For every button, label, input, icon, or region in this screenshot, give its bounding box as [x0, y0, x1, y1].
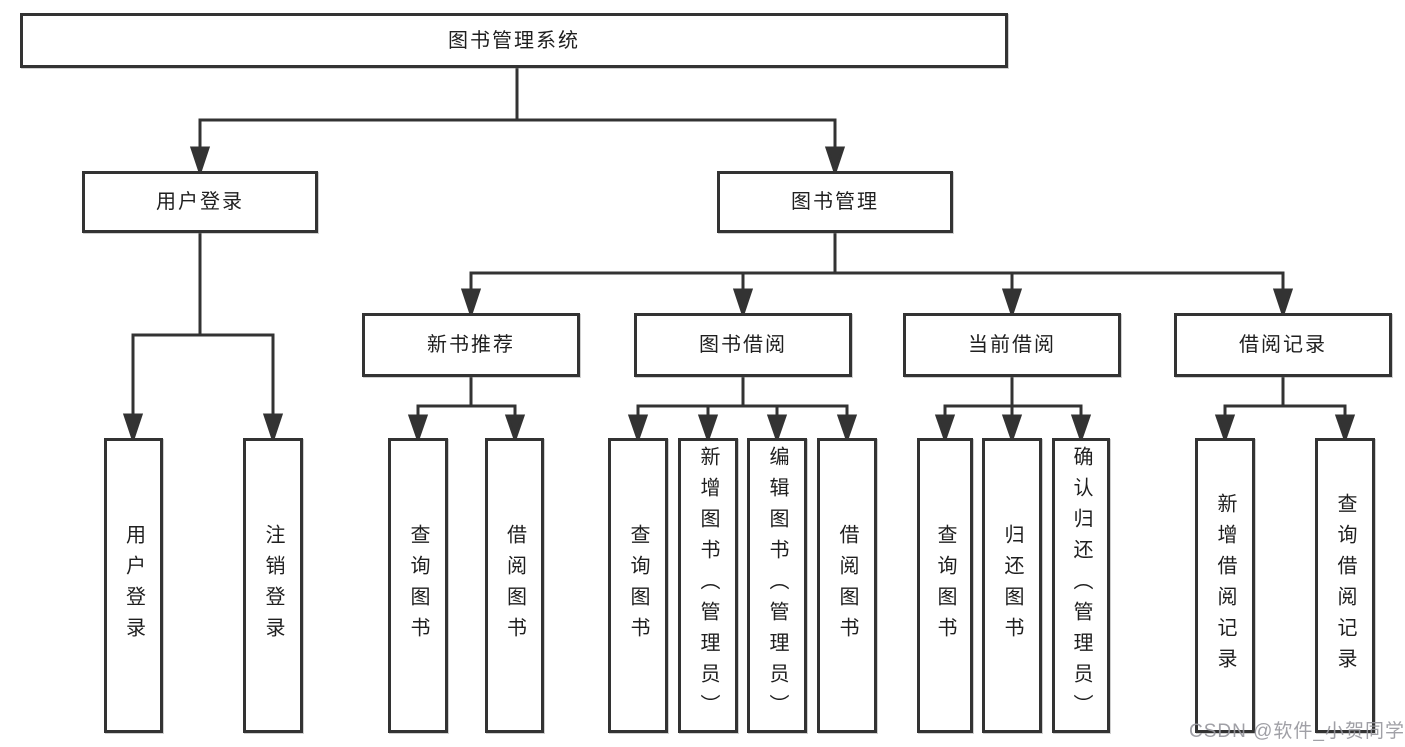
leaf-add-books-admin: 新增图书（管理员）	[678, 438, 738, 733]
node-label: 查询图书	[627, 523, 649, 648]
node-label: 当前借阅	[968, 334, 1056, 356]
leaf-query-books-recommend: 查询图书	[388, 438, 448, 733]
node-label: 新书推荐	[427, 334, 515, 356]
node-current-borrowing: 当前借阅	[903, 313, 1121, 377]
leaf-query-borrow-record: 查询借阅记录	[1315, 438, 1375, 733]
node-label: 用户登录	[156, 191, 244, 213]
node-label: 查询图书	[934, 523, 956, 648]
leaf-borrow-books-recommend: 借阅图书	[485, 438, 544, 733]
node-user-login: 用户登录	[82, 171, 318, 233]
node-book-management: 图书管理	[717, 171, 953, 233]
node-label: 图书借阅	[699, 334, 787, 356]
node-label: 图书管理系统	[448, 29, 580, 52]
node-book-borrowing: 图书借阅	[634, 313, 852, 377]
leaf-borrow-books-borrowing: 借阅图书	[817, 438, 877, 733]
node-label: 图书管理	[791, 191, 879, 213]
node-label: 归还图书	[1001, 523, 1023, 648]
node-label: 编辑图书（管理员）	[766, 446, 788, 725]
node-label: 查询借阅记录	[1334, 492, 1356, 679]
node-label: 查询图书	[407, 523, 429, 648]
node-borrowing-records: 借阅记录	[1174, 313, 1392, 377]
leaf-confirm-return-admin: 确认归还（管理员）	[1052, 438, 1110, 733]
node-label: 用户登录	[122, 523, 145, 648]
node-new-book-recommendation: 新书推荐	[362, 313, 580, 377]
leaf-return-books: 归还图书	[982, 438, 1042, 733]
leaf-logout: 注销登录	[243, 438, 303, 733]
node-label: 借阅图书	[836, 523, 858, 648]
node-label: 借阅记录	[1239, 334, 1327, 356]
node-label: 新增图书（管理员）	[697, 446, 719, 725]
node-label: 注销登录	[262, 523, 284, 648]
node-label: 确认归还（管理员）	[1070, 446, 1092, 725]
leaf-edit-books-admin: 编辑图书（管理员）	[747, 438, 807, 733]
node-label: 新增借阅记录	[1214, 492, 1236, 679]
node-root-library-management-system: 图书管理系统	[20, 13, 1008, 68]
leaf-add-borrow-record: 新增借阅记录	[1195, 438, 1255, 733]
leaf-user-login: 用户登录	[104, 438, 163, 733]
node-label: 借阅图书	[503, 523, 526, 648]
leaf-query-books-borrowing: 查询图书	[608, 438, 668, 733]
leaf-query-books-current: 查询图书	[917, 438, 973, 733]
watermark-csdn: CSDN @软件_小贺同学	[1189, 721, 1405, 742]
